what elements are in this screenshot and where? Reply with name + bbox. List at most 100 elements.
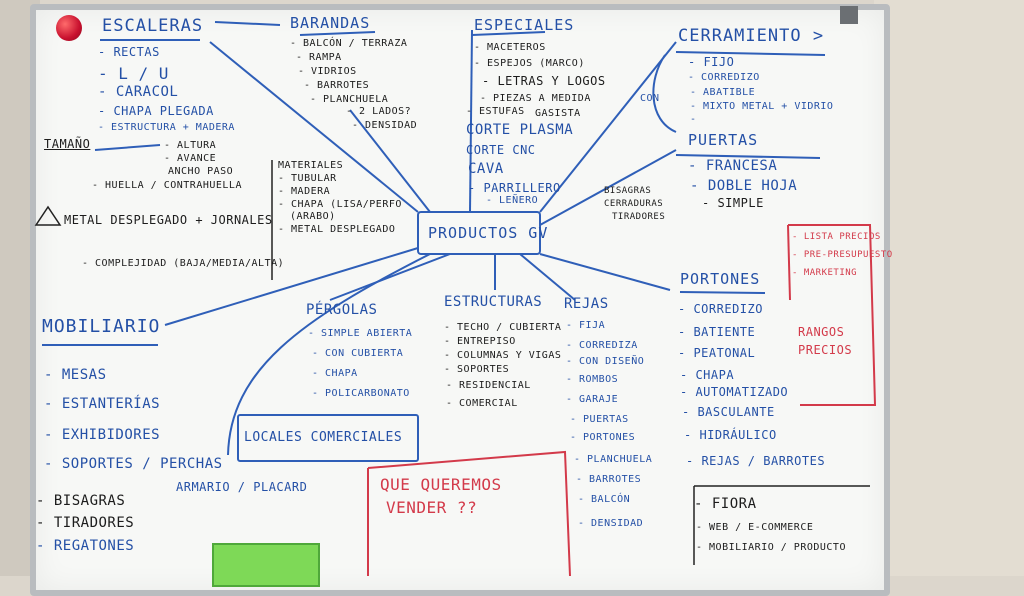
cerramiento-item: - (690, 114, 697, 125)
connector-cerramiento (539, 41, 677, 213)
rejas-item: - FIJA (566, 320, 606, 331)
connector-pergolas (329, 253, 451, 301)
especiales-extra: CAVA (468, 161, 504, 177)
portones-item: - REJAS / BARROTES (686, 454, 826, 468)
vender-line: QUE QUEREMOS (380, 475, 502, 494)
connector-escaleras (209, 41, 419, 213)
aviso-note: METAL DESPLEGADO + JORNALES (64, 213, 273, 227)
mobiliario-item: - EXHIBIDORES (44, 427, 161, 443)
locales-title: LOCALES COMERCIALES (244, 430, 403, 445)
herraje-item: CERRADURAS (604, 199, 664, 209)
especiales-extra: CORTE PLASMA (466, 122, 574, 138)
precios-item: - PRE-PRESUPUESTO (792, 250, 893, 260)
especiales-item: - MACETEROS (474, 42, 546, 53)
barandas-item: - RAMPA (296, 52, 342, 63)
barandas-item: - VIDRIOS (298, 66, 357, 77)
cerramiento-item: - ABATIBLE (690, 87, 756, 98)
cerramiento-title: CERRAMIENTO > (678, 26, 825, 46)
portones-item: - BASCULANTE (682, 405, 775, 419)
mobiliario-item: - ESTANTERÍAS (44, 396, 161, 412)
puertas-title: PUERTAS (688, 131, 759, 149)
especiales-item: - LETRAS Y LOGOS (482, 74, 606, 88)
escaleras-item: - RECTAS (98, 45, 160, 59)
rejas-title: REJAS (564, 296, 609, 312)
especiales-item: - ESPEJOS (MARCO) (474, 58, 585, 69)
tamano-item: - AVANCE (164, 153, 217, 164)
armario-item: ARMARIO / PLACARD (176, 480, 308, 494)
complejidad-note: - COMPLEJIDAD (BAJA/MEDIA/ALTA) (82, 258, 285, 269)
portones-item: - HIDRÁULICO (684, 428, 777, 442)
connector-puertas (539, 149, 677, 226)
barandas-item: - 2 LADOS? (346, 106, 412, 117)
rejas-item: - PORTONES (570, 432, 636, 443)
rejas-item: - BARROTES (576, 474, 642, 485)
materiales-item: - MADERA (278, 186, 331, 197)
fiora-item: - WEB / E-COMMERCE (696, 522, 814, 533)
herraje-item: BISAGRAS (604, 186, 652, 196)
board-corner-bracket (840, 6, 858, 24)
mobiliario-item: - SOPORTES / PERCHAS (44, 456, 223, 472)
materiales-item: - TUBULAR (278, 173, 337, 184)
escaleras-item: - L / U (98, 64, 169, 83)
vender-line: VENDER ?? (386, 498, 478, 517)
wall-right (874, 0, 1024, 576)
estructuras-item: - COLUMNAS Y VIGAS (444, 350, 562, 361)
rejas-item: - ROMBOS (566, 374, 619, 385)
barandas-item: - PLANCHUELA (310, 94, 389, 105)
mobiliario-title: MOBILIARIO (42, 316, 161, 337)
rejas-item: - DENSIDAD (578, 518, 644, 529)
tamano-item: - ALTURA (164, 140, 217, 151)
gasista-note: GASISTA (535, 108, 581, 119)
connector-escaleras-barandas (214, 21, 281, 26)
especiales-item: - ESTUFAS (466, 106, 525, 117)
fiora-item: - MOBILIARIO / PRODUCTO (696, 542, 846, 553)
rangos-precios: RANGOS PRECIOS (798, 325, 853, 357)
locales-box (237, 414, 419, 462)
puertas-item: - SIMPLE (702, 196, 764, 210)
barandas-item: - BALCÓN / TERRAZA (290, 38, 408, 49)
tamano-item: ANCHO PASO (168, 166, 234, 177)
rejas-item: - PLANCHUELA (574, 454, 653, 465)
especiales-item: - PIEZAS A MEDIDA (480, 93, 591, 104)
especiales-title: ESPECIALES (474, 16, 575, 34)
estructuras-title: ESTRUCTURAS (444, 294, 543, 310)
especiales-item: - PARRILLERO (468, 181, 561, 195)
pergolas-item: - POLICARBONATO (312, 388, 410, 399)
mobiliario-item: - MESAS (44, 367, 107, 383)
estructuras-item: - SOPORTES (444, 364, 510, 375)
vender-box (367, 450, 571, 576)
connector-rejas (519, 253, 576, 301)
connector-mobiliario (164, 247, 419, 326)
mindmap-connectors (34, 21, 877, 576)
puertas-item: - FRANCESA (688, 158, 778, 174)
materiales-item: - CHAPA (LISA/PERFO (278, 199, 402, 210)
precios-item: - LISTA PRECIOS (792, 232, 881, 242)
precios-item: - MARKETING (792, 268, 858, 278)
estructuras-item: - ENTREPISO (444, 336, 516, 347)
mobiliario-black-item: - BISAGRAS (36, 493, 126, 509)
escaleras-item: - CARACOL (98, 84, 179, 100)
barandas-item: - BARROTES (304, 80, 370, 91)
materiales-item: - METAL DESPLEGADO (278, 224, 396, 235)
center-box (417, 211, 541, 255)
escaleras-item: - CHAPA PLEGADA (98, 104, 214, 118)
cerramiento-item: - CORREDIZO (688, 72, 760, 83)
connector-tamano (94, 144, 161, 151)
especiales-item: - LEÑERO (486, 195, 539, 206)
mobiliario-black-item: - TIRADORES (36, 515, 135, 531)
whiteboard (30, 4, 890, 596)
materiales-item: MATERIALES (278, 160, 344, 171)
rejas-item: - CORREDIZA (566, 340, 638, 351)
portones-item: - AUTOMATIZADO (680, 385, 789, 399)
puertas-item: - DOBLE HOJA (690, 178, 798, 194)
barandas-item: - DENSIDAD (352, 120, 418, 131)
materiales-item: (ARABO) (290, 211, 336, 222)
portones-item: - PEATONAL (678, 346, 756, 360)
connector-portones (539, 253, 671, 291)
estructuras-item: - RESIDENCIAL (446, 380, 531, 391)
connector-barandas (349, 109, 431, 213)
fiora-item: - FIORA (694, 496, 757, 512)
especiales-extra: CORTE CNC (466, 143, 536, 157)
rejas-item: - CON DISEÑO (566, 356, 645, 367)
pergolas-item: - CON CUBIERTA (312, 348, 404, 359)
